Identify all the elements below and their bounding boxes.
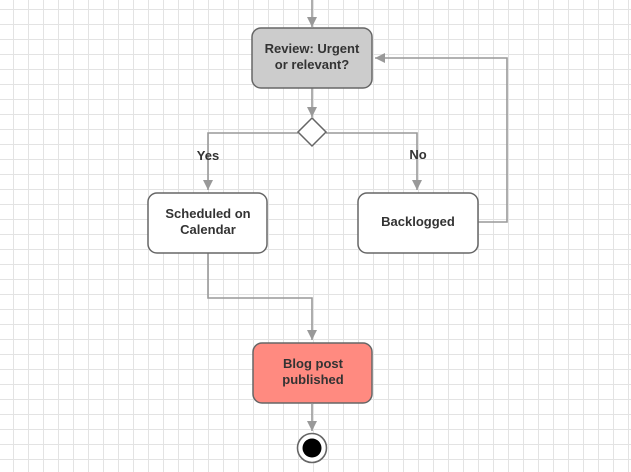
no-label: No — [409, 147, 426, 162]
review-box — [251, 27, 373, 89]
backlogged-node[interactable]: Backlogged — [357, 192, 479, 254]
connector-scheduled-to-published — [207, 253, 317, 340]
decision-diamond[interactable] — [296, 116, 328, 148]
connector-no-branch — [326, 132, 422, 190]
review-label-line2: or relevant? — [275, 57, 349, 72]
scheduled-label-line1: Scheduled on — [165, 206, 250, 221]
published-box — [252, 342, 373, 404]
connector-backlog-loop — [375, 53, 508, 223]
review-node[interactable]: Review: Urgent or relevant? — [251, 27, 373, 89]
yes-label: Yes — [197, 148, 219, 163]
published-label-line2: published — [282, 372, 343, 387]
backlogged-label: Backlogged — [381, 214, 455, 229]
published-node[interactable]: Blog post published — [252, 342, 373, 404]
connectors — [203, 0, 508, 431]
end-node-dot — [302, 438, 322, 458]
published-label-line1: Blog post — [283, 356, 344, 371]
scheduled-node[interactable]: Scheduled on Calendar — [147, 192, 268, 254]
scheduled-box — [147, 192, 268, 254]
backlogged-box — [357, 192, 479, 254]
connector-yes-branch — [203, 132, 298, 190]
review-label-line1: Review: Urgent — [265, 41, 360, 56]
end-node[interactable] — [296, 432, 328, 464]
scheduled-label-line2: Calendar — [180, 222, 236, 237]
